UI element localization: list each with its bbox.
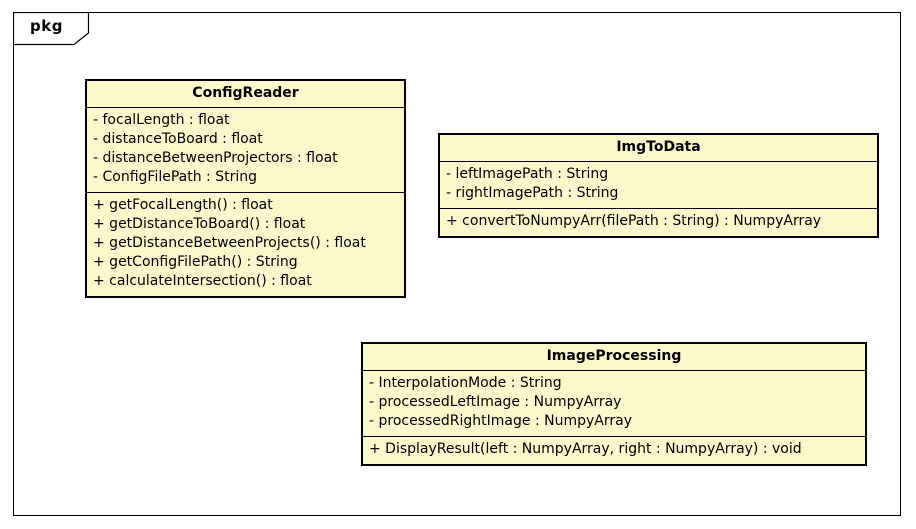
class-title: ConfigReader xyxy=(87,81,404,108)
class-methods: + convertToNumpyArr(filePath : String) :… xyxy=(440,209,877,236)
member-line: - distanceBetweenProjectors : float xyxy=(93,150,338,166)
class-attributes: - focalLength : float - distanceToBoard :… xyxy=(87,108,404,193)
class-attributes: - InterpolationMode : String - processedL… xyxy=(363,371,865,437)
uml-class-imgtodata: ImgToData - leftImagePath : String - righ… xyxy=(438,133,879,238)
member-line: - InterpolationMode : String xyxy=(369,375,562,391)
member-line: + getConfigFilePath() : String xyxy=(93,254,298,270)
member-line: - leftImagePath : String xyxy=(446,166,609,182)
member-line: - focalLength : float xyxy=(93,112,230,128)
member-line: + calculateIntersection() : float xyxy=(93,273,312,289)
member-line: - ConfigFilePath : String xyxy=(93,169,258,185)
member-line: + getDistanceBetweenProjects() : float xyxy=(93,235,366,251)
package-tab-outline xyxy=(13,12,90,46)
package-tab-label: pkg xyxy=(30,17,63,35)
uml-class-configreader: ConfigReader - focalLength : float - dist… xyxy=(85,79,406,298)
member-line: + getDistanceToBoard() : float xyxy=(93,216,306,232)
member-line: - distanceToBoard : float xyxy=(93,131,263,147)
class-title: ImgToData xyxy=(440,135,877,162)
member-line: - rightImagePath : String xyxy=(446,185,619,201)
member-line: + DisplayResult(left : NumpyArray, right… xyxy=(369,441,802,457)
member-line: - processedRightImage : NumpyArray xyxy=(369,413,632,429)
member-line: + convertToNumpyArr(filePath : String) :… xyxy=(446,213,822,229)
class-title: ImageProcessing xyxy=(363,344,865,371)
member-line: - processedLeftImage : NumpyArray xyxy=(369,394,622,410)
uml-class-imageprocessing: ImageProcessing - InterpolationMode : St… xyxy=(361,342,867,466)
class-attributes: - leftImagePath : String - rightImagePath… xyxy=(440,162,877,209)
class-methods: + getFocalLength() : float + getDistanceT… xyxy=(87,193,404,296)
package-tab: pkg xyxy=(13,12,91,46)
package-frame: pkg ConfigReader - focalLength : float- … xyxy=(13,12,901,516)
class-methods: + DisplayResult(left : NumpyArray, right… xyxy=(363,437,865,464)
member-line: + getFocalLength() : float xyxy=(93,197,273,213)
